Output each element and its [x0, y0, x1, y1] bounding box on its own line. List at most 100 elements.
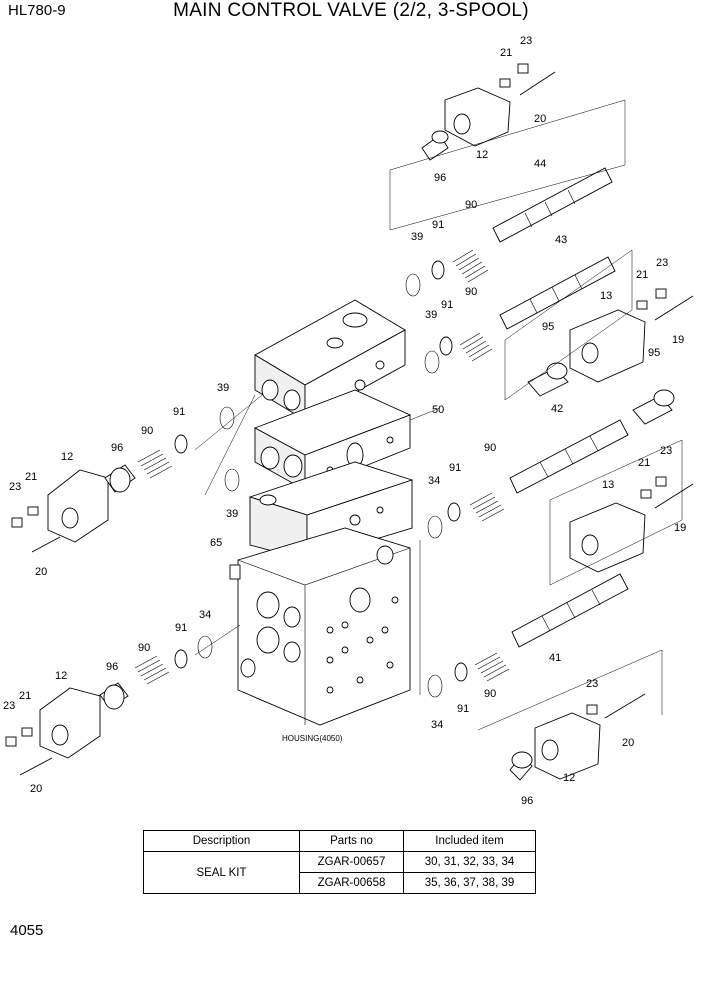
spring-90-b	[459, 332, 493, 362]
callout-43: 43	[555, 234, 567, 246]
callout-90: 90	[484, 688, 496, 700]
callout-23: 23	[656, 257, 668, 269]
spring-90-f	[474, 652, 510, 682]
callout-95: 95	[648, 347, 660, 359]
table-row: ZGAR-00658 35, 36, 37, 38, 39	[144, 872, 536, 894]
callout-20: 20	[30, 783, 42, 795]
callout-21: 21	[500, 47, 512, 59]
callout-20: 20	[534, 113, 546, 125]
callout-96: 96	[521, 795, 533, 807]
fitting-21-a	[499, 78, 511, 88]
valve-housing	[229, 527, 411, 726]
fitting-21-d	[640, 489, 652, 499]
cap-96-top	[421, 130, 449, 161]
callout-50: 50	[432, 404, 444, 416]
spring-90-d	[469, 492, 505, 522]
seal-kit-description: SEAL KIT	[143, 851, 300, 894]
retainer-91-f	[454, 662, 468, 682]
cover-12-left	[47, 469, 109, 543]
col-header-parts-no: Parts no	[299, 830, 404, 852]
callout-12: 12	[55, 670, 67, 682]
callout-34: 34	[199, 609, 211, 621]
retainer-91-c	[174, 434, 188, 454]
callout-91: 91	[432, 219, 444, 231]
included-item-cell: 35, 36, 37, 38, 39	[403, 872, 536, 894]
retainer-91-b	[439, 336, 453, 356]
cover-12-lower-right	[534, 712, 601, 780]
included-item-cell: 30, 31, 32, 33, 34	[403, 851, 536, 873]
spool-41	[511, 573, 629, 648]
cover-13-b	[569, 502, 646, 573]
retainer-91-e	[174, 649, 188, 669]
parts-no-cell: ZGAR-00657	[299, 851, 404, 873]
o-ring-34-b	[197, 635, 213, 659]
callout-21: 21	[25, 471, 37, 483]
cap-95-b	[632, 389, 675, 425]
col-header-included-item: Included item	[403, 830, 536, 852]
fitting-23-a	[517, 63, 529, 74]
callout-23: 23	[9, 481, 21, 493]
fitting-23-c	[11, 517, 23, 528]
valve-section-upper	[254, 299, 406, 421]
callout-41: 41	[549, 652, 561, 664]
callout-90: 90	[465, 286, 477, 298]
fitting-23-b	[655, 288, 667, 299]
retainer-91-d	[447, 502, 461, 522]
o-ring-39-b	[424, 350, 440, 374]
callout-13: 13	[602, 479, 614, 491]
callout-39: 39	[226, 508, 238, 520]
callout-12: 12	[563, 772, 575, 784]
callout-95: 95	[542, 321, 554, 333]
callout-39: 39	[411, 231, 423, 243]
cap-96-lower-right	[509, 751, 533, 781]
callout-91: 91	[173, 406, 185, 418]
o-ring-34-c	[427, 674, 443, 698]
spool-42	[509, 419, 629, 494]
cover-13-a	[569, 309, 646, 383]
callout-91: 91	[175, 622, 187, 634]
callout-91: 91	[449, 462, 461, 474]
callout-19: 19	[674, 522, 686, 534]
page-title: MAIN CONTROL VALVE (2/2, 3-SPOOL)	[173, 0, 529, 21]
o-ring-34-a	[427, 515, 443, 539]
callout-34: 34	[431, 719, 443, 731]
callout-91: 91	[441, 299, 453, 311]
assembly-guide-lines	[194, 99, 683, 731]
callout-13: 13	[600, 290, 612, 302]
cover-12-lower-left	[39, 687, 101, 759]
fitting-23-d	[655, 476, 667, 487]
spool-43	[499, 256, 616, 330]
bolt-20-a	[519, 71, 556, 96]
spring-90-e	[134, 655, 170, 685]
callout-44: 44	[534, 158, 546, 170]
callout-20: 20	[622, 737, 634, 749]
bolt-20-c	[19, 757, 53, 776]
fitting-21-c	[27, 506, 39, 516]
callout-96: 96	[111, 442, 123, 454]
callout-12: 12	[476, 149, 488, 161]
cap-96-lower-left	[99, 682, 129, 710]
bolt-19-a	[654, 295, 694, 321]
o-ring-39-d	[224, 468, 240, 492]
callout-90: 90	[138, 642, 150, 654]
callout-20: 20	[35, 566, 47, 578]
cap-95-a	[527, 362, 569, 397]
callouts: 21 23 20 12 96 44 91 90 39 43 21 23 39 9…	[3, 35, 686, 807]
callout-23: 23	[660, 445, 672, 457]
model-label: HL780-9	[8, 2, 66, 19]
spring-90-c	[137, 449, 173, 479]
callout-91: 91	[457, 703, 469, 715]
retainer-91-a	[431, 260, 445, 280]
seal-kit-table: Description Parts no Included item SEAL …	[143, 830, 536, 894]
parts-no-cell: ZGAR-00658	[299, 872, 404, 894]
fitting-23-f	[586, 704, 598, 715]
fitting-23-e	[5, 736, 17, 747]
spring-90-a	[452, 249, 489, 283]
table-row: SEAL KIT ZGAR-00657 30, 31, 32, 33, 34	[143, 851, 536, 894]
callout-90: 90	[465, 199, 477, 211]
table-header-row: Description Parts no Included item	[143, 830, 536, 852]
o-ring-39-c	[219, 406, 235, 430]
callout-96: 96	[434, 172, 446, 184]
callout-39: 39	[425, 309, 437, 321]
